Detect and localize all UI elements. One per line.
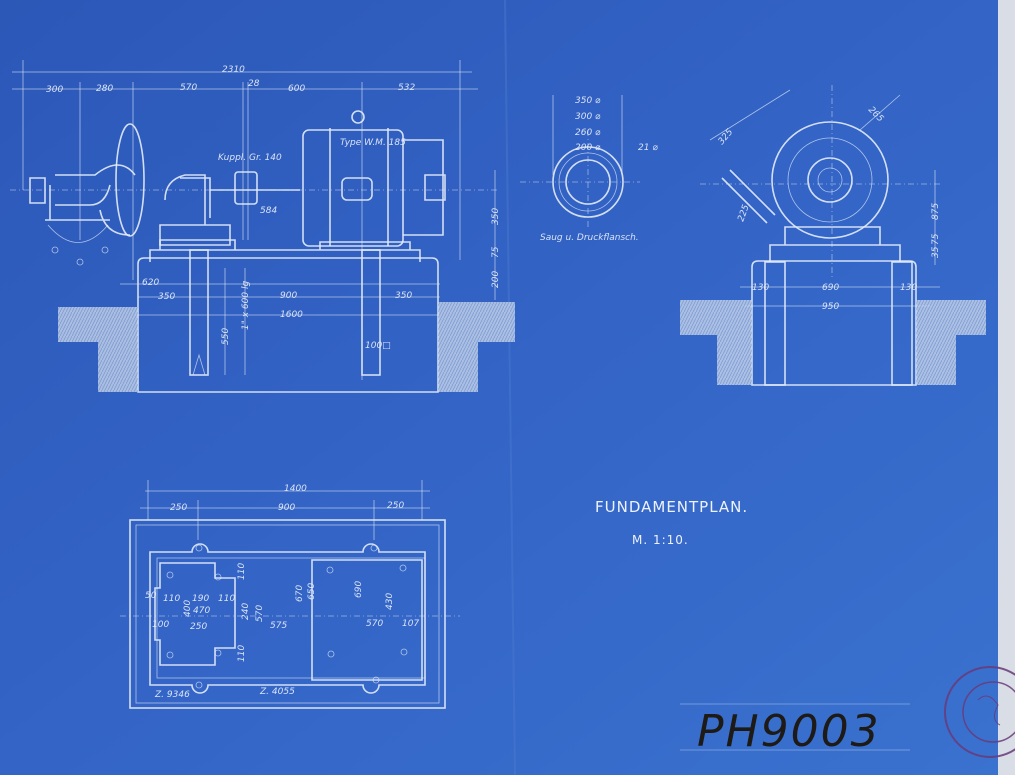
dim-label: 532 xyxy=(398,83,415,93)
dim-label: 875 xyxy=(931,203,941,220)
drawing-number: PH9003 xyxy=(697,706,881,757)
plan-view: 1400 250 900 250 50 110 190 110 470 400 … xyxy=(120,480,460,709)
dim-label: 1600 xyxy=(280,310,303,320)
pump-volute xyxy=(115,123,145,237)
dim-label: 584 xyxy=(260,206,277,216)
dim-label: 650 xyxy=(307,583,317,600)
flange-caption: Saug u. Druckflansch. xyxy=(540,233,639,243)
dim-label: 570 xyxy=(180,83,197,93)
dim-label: 300 xyxy=(46,85,63,95)
dim-label: 100□ xyxy=(365,341,391,351)
coupling-note: Kuppl. Gr. 140 xyxy=(218,153,282,163)
dim-label: 350 xyxy=(491,208,501,225)
dim-label: 950 xyxy=(822,302,839,312)
dim-label: 28 xyxy=(248,79,260,89)
dim-label: 280 xyxy=(96,84,113,94)
dim-label: 250 xyxy=(387,501,404,511)
dim-label: 250 xyxy=(190,622,207,632)
ground-hatch-right xyxy=(438,302,515,392)
dim-label: 350 xyxy=(395,291,412,301)
dim-label: 21 ⌀ xyxy=(638,143,658,153)
dim-label: 900 xyxy=(278,503,295,513)
plan-note: Z. 4055 xyxy=(259,687,295,697)
end-view: 325 265 225 130 690 130 950 875 75 35 xyxy=(680,85,986,386)
dim-label: 470 xyxy=(193,606,210,616)
dim-label: 250 xyxy=(170,503,187,513)
plan-outline xyxy=(129,519,446,709)
foundation-block xyxy=(137,257,439,393)
dim-label: 100 xyxy=(152,620,169,630)
dim-label: 130 xyxy=(752,283,769,293)
dim-label: 110 xyxy=(237,563,247,580)
dim-label: 690 xyxy=(822,283,839,293)
baseplate-outline xyxy=(149,543,426,694)
paper-fold xyxy=(504,0,516,775)
coupling xyxy=(234,171,258,205)
dim-label: 350 xyxy=(158,292,175,302)
dim-label: 200 xyxy=(491,271,501,288)
motor xyxy=(302,129,404,247)
dim-label: 110 xyxy=(218,594,235,604)
ground-hatch-left xyxy=(58,307,138,392)
dim-label: 110 xyxy=(237,645,247,662)
dim-label: 690 xyxy=(354,581,364,598)
dim-label: 550 xyxy=(221,328,231,345)
dim-overall-length: 2310 xyxy=(222,65,245,75)
dim-label: 570 xyxy=(366,619,383,629)
sheet-edge xyxy=(998,0,1015,775)
dim-label: 570 xyxy=(255,605,265,622)
dim-label: 1400 xyxy=(284,484,307,494)
dim-label: 200 ⌀ xyxy=(575,143,601,153)
dim-label: 240 xyxy=(241,603,251,620)
dim-label: 430 xyxy=(385,593,395,610)
dim-label: 107 xyxy=(402,619,419,629)
dim-label: 35 xyxy=(931,246,941,258)
pump-volute-end xyxy=(771,121,889,239)
drawing-title: FUNDAMENTPLAN. xyxy=(595,498,748,516)
drawing-scale: M. 1:10. xyxy=(632,533,689,547)
dim-label: 75 xyxy=(491,246,501,258)
dim-label: 50 xyxy=(145,591,157,601)
flange-view: 350 ⌀ 300 ⌀ 260 ⌀ 200 ⌀ 21 ⌀ Saug u. Dru… xyxy=(520,95,658,243)
dim-label: 130 xyxy=(900,283,917,293)
end-foundation-block xyxy=(751,260,917,386)
plan-note: Z. 9346 xyxy=(154,690,190,700)
bolt-note: 1" x 600 lg xyxy=(241,281,251,330)
motor-type-note: Type W.M. 185 xyxy=(340,138,406,148)
company-stamp xyxy=(944,666,1015,758)
dim-label: 575 xyxy=(270,621,287,631)
dim-label: 190 xyxy=(192,594,209,604)
side-view: 2310 300 280 570 28 600 532 Kuppl. Gr. 1… xyxy=(10,60,515,393)
dim-label: 600 xyxy=(288,84,305,94)
dim-label: 900 xyxy=(280,291,297,301)
dim-label: 620 xyxy=(142,278,159,288)
dim-label: 400 xyxy=(183,600,193,617)
dim-label: 260 ⌀ xyxy=(575,128,601,138)
dim-label: 110 xyxy=(163,594,180,604)
dim-label: 75 xyxy=(931,233,941,245)
dim-label: 350 ⌀ xyxy=(575,96,601,106)
dim-label: 300 ⌀ xyxy=(575,112,601,122)
dim-label: 670 xyxy=(295,585,305,602)
